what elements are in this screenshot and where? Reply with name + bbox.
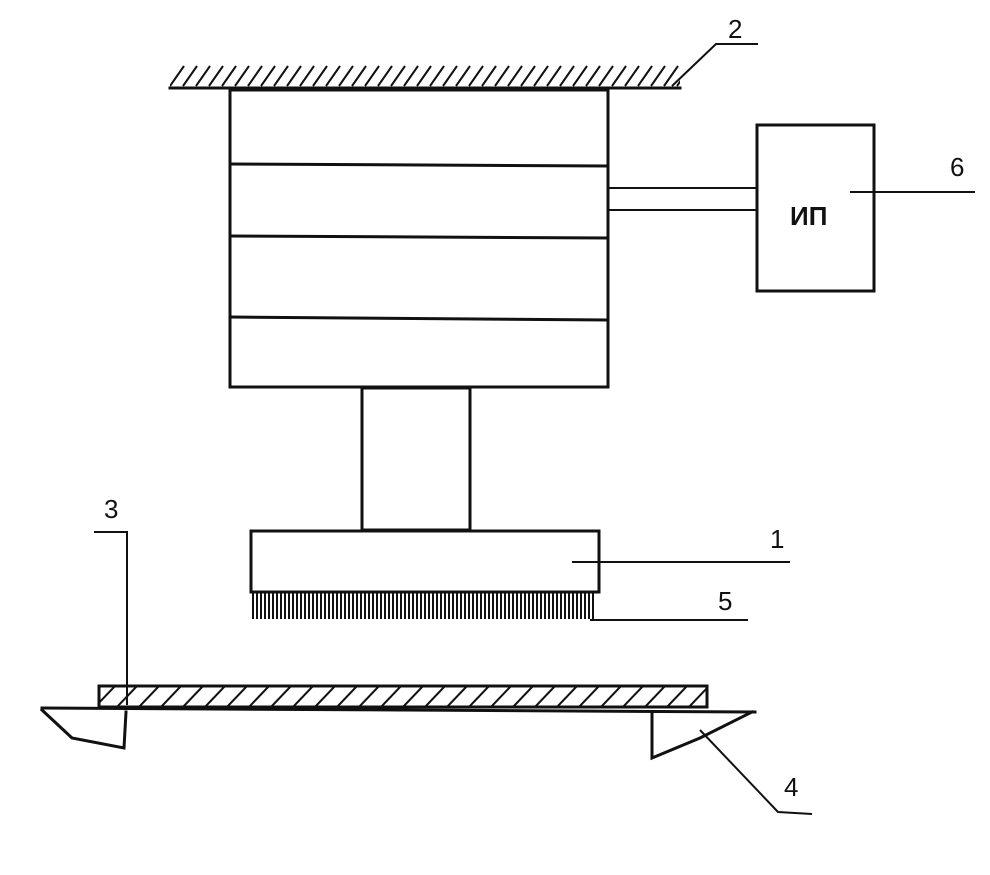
sample-hatch-line [512,686,534,707]
stack-divider-3 [228,315,610,322]
support-hatch-line [598,65,614,87]
support-hatch-line [195,65,211,87]
support-hatch-line [338,65,354,87]
connecting-rod [360,386,472,532]
sample-hatch-line [204,686,226,707]
support-hatch-line [533,65,549,87]
support-hatch-line [351,65,367,87]
stage-right-support [650,709,755,761]
support-hatch-line [416,65,432,87]
sample-hatch-line [446,686,468,707]
sample-hatch-line [99,686,116,705]
support-hatch-line [312,65,328,87]
support-hatch-line [559,65,575,87]
actuator-stack [228,88,610,389]
support-hatch-line [325,65,341,87]
label-2: 2 [728,14,742,44]
sample-hatch-line [138,686,160,707]
label-5: 5 [718,586,732,616]
sample-hatch-line [226,686,248,707]
support-hatch-line [455,65,471,87]
leader-2 [671,43,758,87]
sample-hatch-line [358,686,380,707]
sample-hatch-line [666,686,688,707]
sample-hatch-line [314,686,336,707]
support-hatch-line [468,65,484,87]
support-hatch-line [364,65,380,87]
support-hatch-line [494,65,510,87]
leader-3 [94,531,128,705]
support-hatch-line [273,65,289,87]
support-hatch-line [377,65,393,87]
support-hatch-line [429,65,445,87]
label-1: 1 [770,524,784,554]
sample-hatch-line [424,686,446,707]
support-hatch-line [520,65,536,87]
support-hatch-line [585,65,601,87]
sample-hatch-line [688,686,707,707]
support-hatch-line [247,65,263,87]
label-3: 3 [104,494,118,524]
support-hatch-line [390,65,406,87]
support-hatch-line [676,79,680,87]
power-supply-box: ИП [755,123,876,293]
tip-holder [249,529,601,594]
support-hatch-line [611,65,627,87]
label-4: 4 [784,772,798,802]
sample-hatch-line [336,686,358,707]
sample-hatch-line [644,686,666,707]
sample-hatch-line [711,686,731,707]
stage-surface [40,706,757,714]
support-hatch-line [260,65,276,87]
support-hatch-line [442,65,458,87]
label-6: 6 [950,152,964,182]
tip-array [252,593,594,619]
support-hatch-line [234,65,250,87]
support-hatch-line [481,65,497,87]
sample-hatch-line [380,686,402,707]
power-supply-label: ИП [790,201,827,231]
stack-divider-1 [228,162,610,168]
support-hatch-line [208,65,224,87]
leader-4 [699,729,813,815]
sample-hatch-line [556,686,578,707]
fixed-support [168,65,704,90]
sample-hatch-line [182,686,204,707]
power-supply-frame [755,123,876,293]
support-hatch-line [507,65,523,87]
support-hatch-line [286,65,302,87]
sample-hatch-line [248,686,270,707]
support-hatching [170,65,704,87]
support-hatch-line [182,65,198,87]
sample-hatch-line [490,686,512,707]
support-hatch-line [299,65,315,87]
support-hatch-line [650,65,666,87]
sample-hatch-line [270,686,292,707]
support-hatch-line [170,65,185,87]
sample-hatch-line [160,686,182,707]
support-hatch-line [572,65,588,87]
support-hatch-line [690,66,704,86]
support-hatch-line [663,65,679,87]
sample-hatching [99,686,731,707]
support-hatch-line [546,65,562,87]
sample-hatch-line [600,686,622,707]
sample-hatch-line [534,686,556,707]
stage-left-support [39,707,128,750]
sample-plate [97,684,731,709]
support-hatch-line [624,65,640,87]
sample-hatch-line [402,686,424,707]
support-hatch-line [221,65,237,87]
sample-outline [97,684,709,709]
sample-hatch-line [292,686,314,707]
sample-hatch-line [622,686,644,707]
sample-hatch-line [468,686,490,707]
stack-divider-2 [228,234,610,240]
stage [39,706,757,761]
support-hatch-line [637,65,653,87]
support-hatch-line [403,65,419,87]
sample-hatch-line [578,686,600,707]
